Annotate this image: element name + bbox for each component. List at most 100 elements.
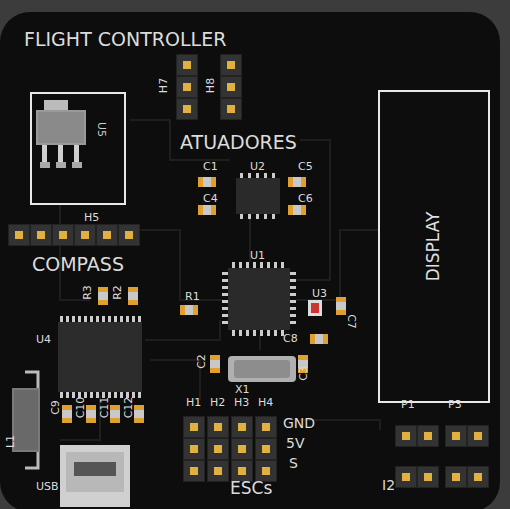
pin <box>262 423 270 431</box>
components <box>8 54 489 488</box>
pad <box>211 177 216 187</box>
ic-pin <box>114 316 117 322</box>
pad <box>210 368 220 373</box>
ic-pin <box>267 262 270 268</box>
capacitor <box>198 205 216 215</box>
pin-housing <box>221 55 241 75</box>
pin-housing <box>119 225 139 245</box>
reference-designator: R1 <box>185 291 200 302</box>
display-label: DISPLAY <box>425 212 442 282</box>
pin-housing <box>232 439 252 459</box>
ic-pin <box>120 316 123 322</box>
pad <box>211 205 216 215</box>
pad <box>86 418 96 423</box>
pin <box>227 61 235 69</box>
pin <box>183 105 191 113</box>
pad <box>128 300 138 305</box>
pin <box>424 432 432 440</box>
reference-designator: X1 <box>235 384 250 395</box>
ic-pin <box>240 173 243 178</box>
ic-pin <box>256 214 259 219</box>
pad <box>198 177 203 187</box>
pad <box>128 287 138 292</box>
ic-pin <box>239 330 242 336</box>
pin <box>262 445 270 453</box>
ic-pin <box>126 316 129 322</box>
ic-pin <box>281 262 284 268</box>
crystal <box>228 356 296 382</box>
pad <box>336 310 346 315</box>
reference-designator: P1 <box>401 399 415 410</box>
pin <box>59 231 67 239</box>
ic-pin <box>108 316 111 322</box>
pin <box>238 423 246 431</box>
ic-pin <box>90 392 93 398</box>
pin <box>190 445 198 453</box>
reference-designator: C8 <box>283 333 298 344</box>
reference-designator: R3 <box>82 285 93 300</box>
pad <box>86 405 96 410</box>
pin-housing <box>446 467 466 487</box>
reference-designator: H2 <box>210 397 225 408</box>
pin-housing <box>221 99 241 119</box>
reference-designator: C7 <box>346 314 357 329</box>
pin-header <box>183 416 205 482</box>
pin-housing <box>468 426 488 446</box>
ic-pin <box>222 300 228 303</box>
pin-housing <box>446 426 466 446</box>
capacitor <box>86 405 96 423</box>
pin <box>474 432 482 440</box>
pin <box>214 423 222 431</box>
reference-designator: I2 <box>382 478 395 492</box>
reference-designator: C10 <box>75 397 86 419</box>
capacitor <box>62 405 72 423</box>
pin <box>15 231 23 239</box>
ic-pin <box>222 314 228 317</box>
pin <box>402 432 410 440</box>
capacitor <box>288 205 306 215</box>
ic-pin <box>138 392 141 398</box>
pin-housing <box>418 467 438 487</box>
pin-header <box>255 416 277 482</box>
ic-pin <box>264 214 267 219</box>
reference-designator: U1 <box>250 250 265 261</box>
pad <box>110 418 120 423</box>
pin-housing <box>184 461 204 481</box>
ic-u4 <box>58 322 142 392</box>
pin-header <box>231 416 253 482</box>
ic-pin <box>246 330 249 336</box>
reference-designator: H5 <box>84 212 99 223</box>
pad <box>180 305 185 315</box>
pin <box>262 467 270 475</box>
ic-pin <box>222 272 228 275</box>
pad <box>62 405 72 410</box>
pin <box>103 231 111 239</box>
pin <box>238 467 246 475</box>
reference-designator: C11 <box>99 397 110 419</box>
pad <box>62 418 72 423</box>
ic-pin <box>90 316 93 322</box>
pad <box>193 305 198 315</box>
ic-pin <box>66 392 69 398</box>
pad <box>336 297 346 302</box>
pin <box>452 473 460 481</box>
reference-designator: C3 <box>298 366 309 381</box>
pin-housing <box>232 417 252 437</box>
pad <box>288 205 293 215</box>
ic-pin <box>222 279 228 282</box>
reference-designator: H4 <box>258 397 273 408</box>
pad <box>288 177 293 187</box>
ic-pin <box>290 300 296 303</box>
ic-u2 <box>236 178 280 214</box>
capacitor <box>110 405 120 423</box>
ic-pin <box>260 330 263 336</box>
pin-header <box>395 425 439 447</box>
ic-pin <box>272 214 275 219</box>
ic-pin <box>222 321 228 324</box>
pin <box>190 423 198 431</box>
reference-designator: H8 <box>205 78 216 93</box>
reference-designator: H7 <box>158 78 169 93</box>
reference-designator: H3 <box>234 397 249 408</box>
ic-pin <box>66 316 69 322</box>
pad <box>198 205 203 215</box>
